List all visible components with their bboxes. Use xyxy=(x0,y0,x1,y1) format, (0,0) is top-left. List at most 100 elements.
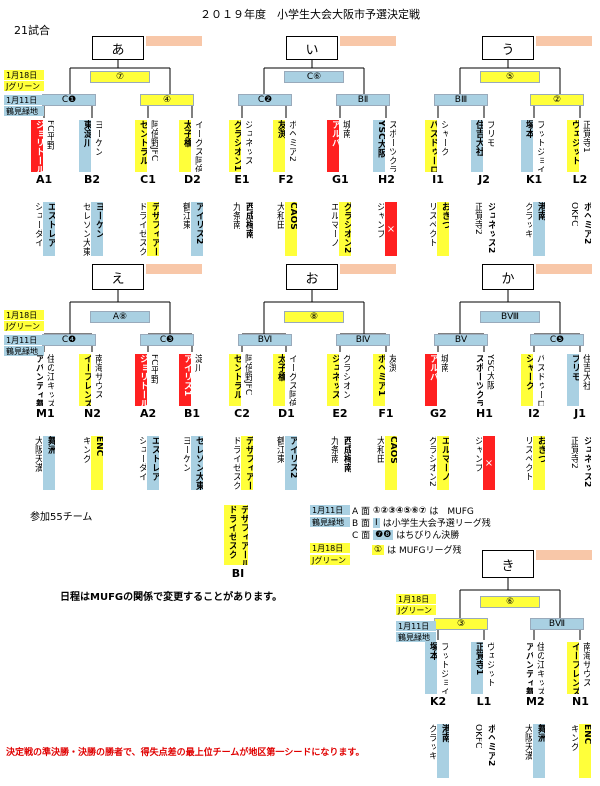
team-bottom-alt: セレソン大東 xyxy=(191,436,203,490)
legend-a-label: A 面 xyxy=(352,507,371,517)
team-bottom-alt: デザフィアール xyxy=(241,436,253,490)
team-bottom-alt: ヨーケン xyxy=(91,202,103,256)
team-bottom-alt: グラシオン2 xyxy=(339,202,351,256)
team-code: K1 xyxy=(526,173,543,186)
team-top: フットジョイ xyxy=(535,120,544,172)
match-label-u-left: BⅢ xyxy=(434,94,488,106)
team-bottom: エルマーノ xyxy=(329,202,338,247)
group-box-e: え xyxy=(92,264,144,290)
team-top-alt: アルバ xyxy=(425,354,437,406)
team-code: C2 xyxy=(234,407,250,420)
team-code: M2 xyxy=(526,695,545,708)
team-top: FC平野 xyxy=(45,120,54,150)
team-bottom-alt: 港南 xyxy=(437,724,449,778)
team-bottom: 正覚寺2 xyxy=(569,436,578,469)
legend-row-d: ① は MUFGリーグ残 xyxy=(372,543,461,556)
team-top: イーグス阿倍野 xyxy=(287,354,296,406)
team-bottom: 鶴江東 xyxy=(275,436,284,463)
team-bottom: クラッキ xyxy=(523,202,532,238)
team-top: スポーツクラブ xyxy=(387,120,396,172)
team-code: J1 xyxy=(574,407,586,420)
team-code: F2 xyxy=(278,173,294,186)
group-box-u: う xyxy=(482,36,534,60)
team-code: E1 xyxy=(234,173,250,186)
score-cell-e xyxy=(146,264,202,274)
legend-row-c: C 面 ❼❽ はちびりん決勝 xyxy=(352,528,459,541)
team-bottom-alt: ボヘミア2 xyxy=(582,202,591,245)
team-code: G2 xyxy=(430,407,447,420)
team-bottom: リスペクト xyxy=(523,436,532,481)
side-date-row3-a: 1月18日 xyxy=(396,594,436,604)
group-box-i: い xyxy=(286,36,338,60)
x-mark: × xyxy=(386,223,396,235)
team-top: 友渕 xyxy=(387,354,396,372)
team-top-alt: 太子橋 xyxy=(273,354,285,406)
team-bottom: 大和田 xyxy=(275,202,284,229)
team-bottom-alt: 舞洲 xyxy=(533,724,545,778)
team-code: K2 xyxy=(430,695,447,708)
team-bottom-alt: おきつ xyxy=(437,202,449,256)
team-top: 住吉大社 xyxy=(581,354,590,390)
legend-date: 1月11日 xyxy=(310,505,350,515)
score-cell-u xyxy=(536,36,592,46)
side-date-row1-a: 1月18日 xyxy=(4,70,44,80)
team-top: 南海サウス xyxy=(93,354,102,399)
team-code: H1 xyxy=(476,407,493,420)
match-label-ki-final: ⑥ xyxy=(480,596,540,608)
score-cell-i xyxy=(340,36,396,46)
team-bottom: キング xyxy=(569,724,578,751)
side-venue-row2-a: Jグリーン xyxy=(4,321,44,331)
team-bottom: リスペクト xyxy=(427,202,436,247)
legend-d-marks: ① xyxy=(372,544,385,555)
team-bottom-alt: ボヘミア2 xyxy=(486,724,495,767)
team-bottom: 大阪天満 xyxy=(33,436,42,472)
team-code: B1 xyxy=(184,407,201,420)
page-title: ２０１９年度 小学生大会大阪市予選決定戦 xyxy=(200,8,420,21)
group-box-o: お xyxy=(286,264,338,290)
legend-a-text: は MUFG xyxy=(429,507,474,517)
team-top: 城南 xyxy=(439,354,448,372)
legend-c-marks: ❼❽ xyxy=(373,529,394,540)
team-top-alt: 正覚寺1 xyxy=(471,642,483,694)
x-mark: × xyxy=(484,457,494,469)
team-bottom-alt: ジュネッス2 xyxy=(582,436,591,488)
side-date-row2-b: 1月11日 xyxy=(4,335,44,345)
legend-b-label: B 面 xyxy=(352,519,371,529)
team-top: YSC大阪 xyxy=(485,354,494,390)
team-bottom: ジャンプ xyxy=(375,202,384,238)
team-top: 住の江キッズ xyxy=(45,354,54,406)
team-bottom: ドライゼスク xyxy=(137,202,146,256)
team-code: D1 xyxy=(278,407,295,420)
final-note: 決定戦の準決勝・決勝の勝者で、得失点差の最上位チームが地区第一シードになります。 xyxy=(6,748,365,758)
team-top-alt: イーフレンズ xyxy=(79,354,91,406)
team-bottom: 大和田 xyxy=(375,436,384,463)
legend-c-label: C 面 xyxy=(352,531,371,541)
team-code: E2 xyxy=(332,407,348,420)
team-top-alt: 塚本 xyxy=(521,120,533,172)
legend-a-marks: ①②③④⑤⑥⑦ xyxy=(373,505,427,516)
team-code: A1 xyxy=(36,173,53,186)
team-top: ボヘミア2 xyxy=(287,120,296,162)
match-label-o-final: ⑧ xyxy=(284,311,344,323)
match-label-o-right: BⅣ xyxy=(336,334,390,346)
team-top-alt: スポーツクラブ xyxy=(474,354,483,406)
bye-team-bot: ドライゼスク xyxy=(224,505,236,565)
match-label-ki-right: BⅦ xyxy=(530,618,584,630)
team-top-alt: 東淀川 xyxy=(79,120,91,172)
team-code: H2 xyxy=(378,173,395,186)
score-cell-a xyxy=(146,36,202,46)
team-code: I1 xyxy=(432,173,444,186)
team-top-alt: 友渕 xyxy=(273,120,285,172)
team-top: イーグス阿倍野 xyxy=(193,120,202,172)
team-top-alt: 太子橋 xyxy=(179,120,191,172)
team-code: L1 xyxy=(476,695,492,708)
team-top: 住の江キッズ xyxy=(535,642,544,694)
team-top-alt: イーフレンズ xyxy=(567,642,579,694)
team-code: F1 xyxy=(378,407,394,420)
team-bottom: クラッキ xyxy=(427,724,436,760)
team-top-alt: 塚本 xyxy=(425,642,437,694)
team-bottom: OKFC xyxy=(569,202,578,227)
team-bottom-alt: エストレア xyxy=(147,436,159,490)
team-bottom-alt: アイリス2 xyxy=(285,436,297,490)
bye-team-top: デザフィアール xyxy=(236,505,248,565)
